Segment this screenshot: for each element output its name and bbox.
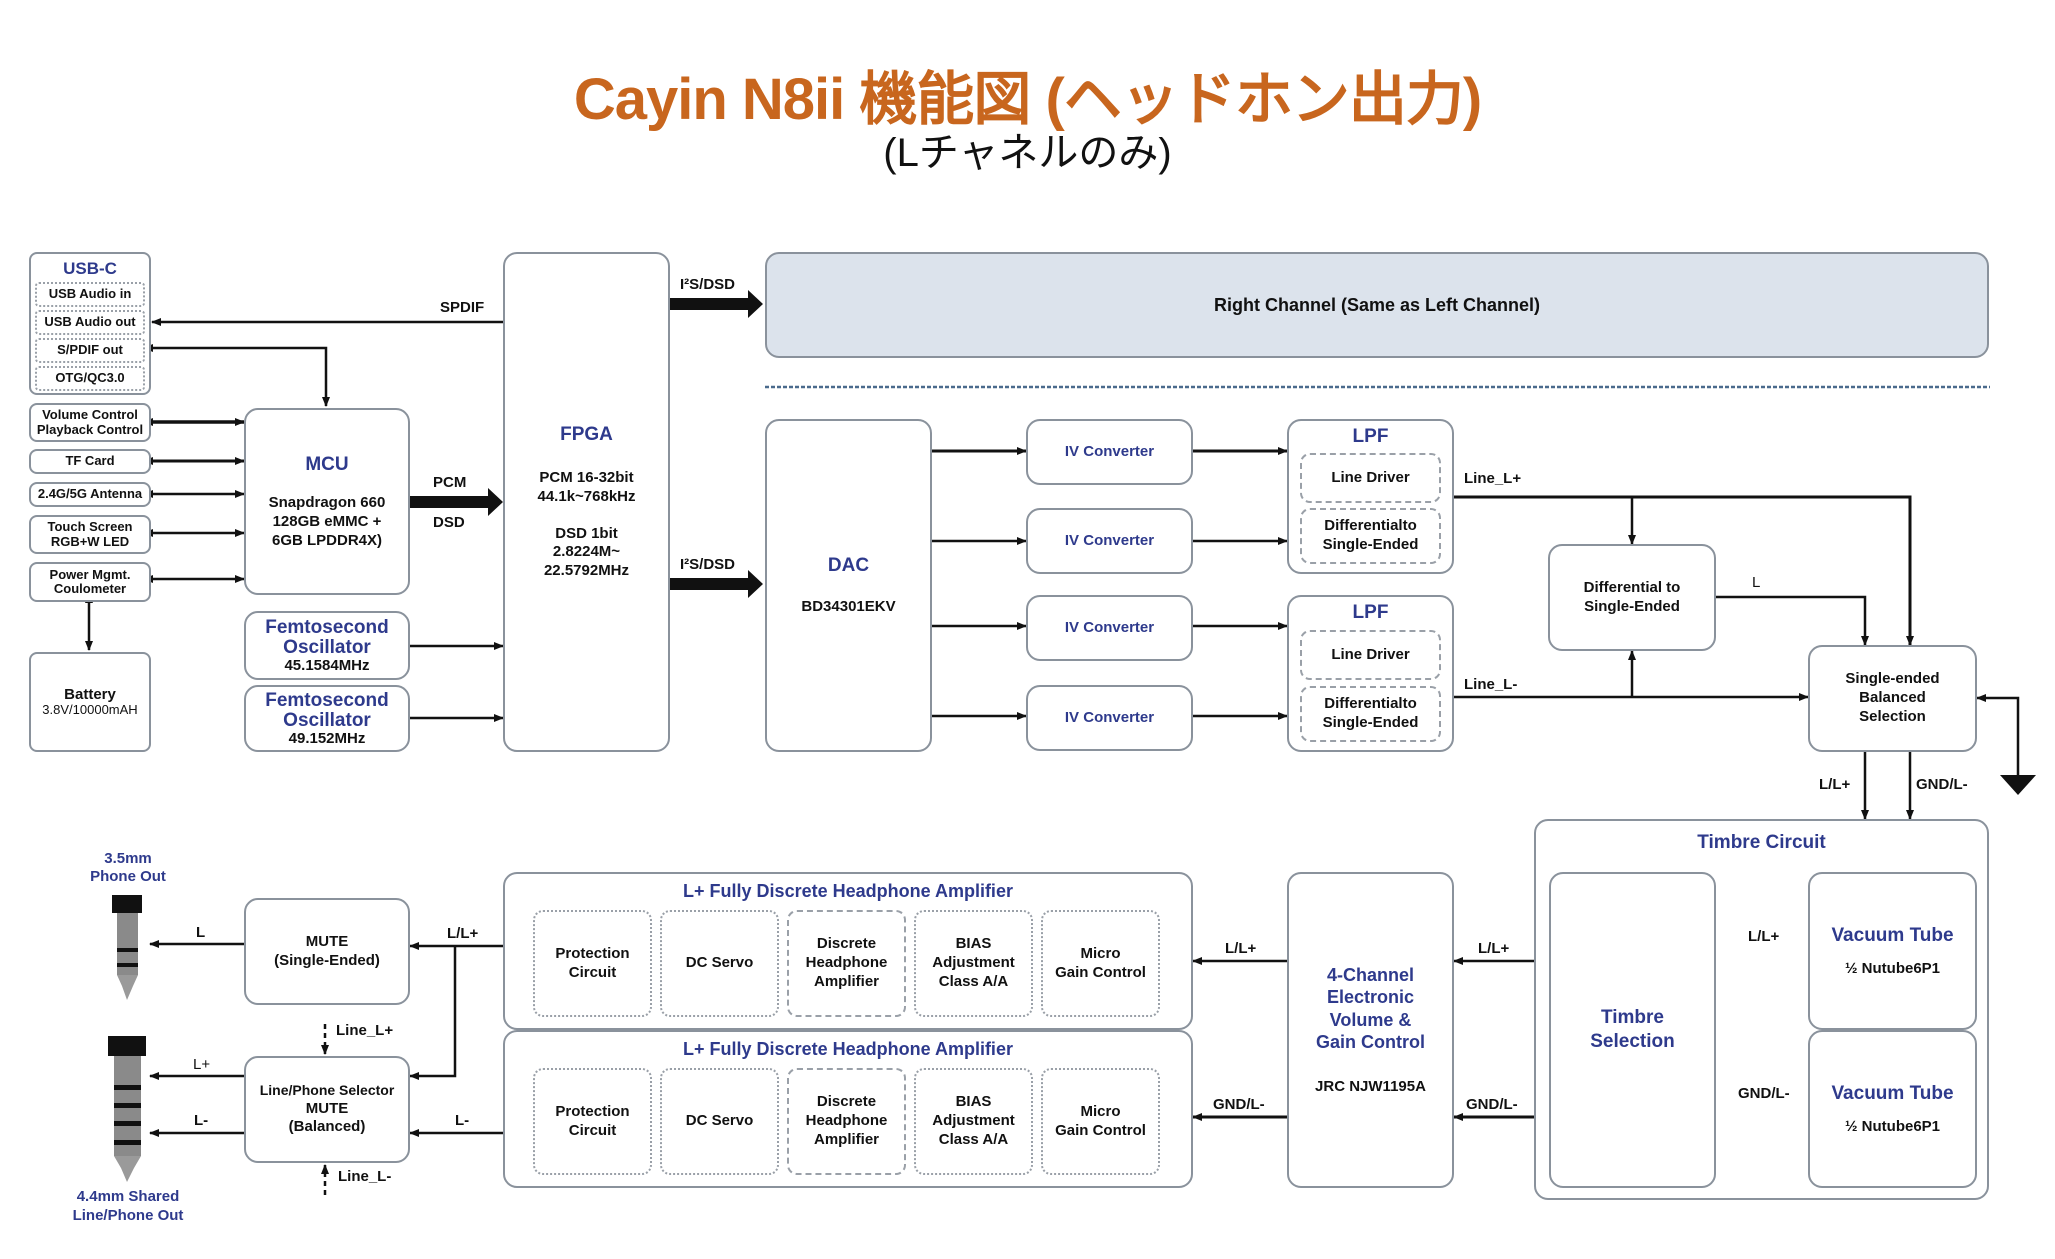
gnd-l-label-top: GND/L- — [1916, 776, 1968, 793]
jack-3-5mm-icon — [112, 895, 142, 1000]
diagram-title: Cayin N8ii 機能図 (ヘッドホン出力) — [573, 67, 1482, 132]
iv-converter-3: IV Converter — [1026, 595, 1193, 661]
line-l-minus-label: Line_L- — [1464, 676, 1518, 693]
l-label: L — [1752, 574, 1761, 591]
lpf-1-line-driver: Line Driver — [1300, 453, 1441, 503]
power-mgmt-block: Power Mgmt. Coulometer — [29, 562, 151, 602]
lpf-2-line-driver: Line Driver — [1300, 630, 1441, 680]
usb-audio-in: USB Audio in — [35, 282, 145, 307]
amp2-dc-servo: DC Servo — [660, 1068, 779, 1175]
line-phone-selector: Line/Phone Selector MUTE (Balanced) — [244, 1056, 410, 1163]
tube1-out-label: L/L+ — [1748, 928, 1780, 945]
line-l-plus-in-label: Line_L+ — [336, 1022, 394, 1039]
jack-4-4mm-icon — [108, 1036, 146, 1182]
mcu-block: MCU Snapdragon 660 128GB eMMC + 6GB LPDD… — [244, 408, 410, 595]
right-channel-block: Right Channel (Same as Left Channel) — [765, 252, 1989, 358]
mute-single-ended: MUTE (Single-Ended) — [244, 898, 410, 1005]
line-l-plus-label: Line_L+ — [1464, 470, 1522, 487]
ground-icon — [2000, 775, 2036, 795]
diagram-subtitle: (Lチャネルのみ) — [883, 131, 1172, 175]
vol-out-plus-label: L/L+ — [1225, 940, 1257, 957]
vacuum-tube-2: Vacuum Tube ½ Nutube6P1 — [1808, 1030, 1977, 1188]
vacuum-tube-1: Vacuum Tube ½ Nutube6P1 — [1808, 872, 1977, 1030]
mcu-title: MCU — [305, 453, 349, 475]
volume-control-block: Volume Control Playback Control — [29, 403, 151, 442]
wire-mcu-usb — [143, 344, 330, 407]
i2s-top-label: I²S/DSD — [680, 276, 736, 293]
line-l-minus-in-label: Line_L- — [338, 1168, 392, 1185]
jack44-lplus-label: L+ — [193, 1056, 211, 1073]
differential-to-single-ended: Differential to Single-Ended — [1548, 544, 1716, 651]
iv-converter-1: IV Converter — [1026, 419, 1193, 485]
single-ended-balanced-selection: Single-ended Balanced Selection — [1808, 645, 1977, 752]
fpga-title: FPGA — [560, 424, 613, 446]
jack44-lminus-label: L- — [194, 1112, 209, 1129]
volume-gain-control: 4-Channel Electronic Volume & Gain Contr… — [1287, 872, 1454, 1188]
jack35-l-label: L — [196, 924, 206, 941]
wire-i2s-bottom — [670, 570, 763, 598]
i2s-bottom-label: I²S/DSD — [680, 556, 736, 573]
otg-qc3: OTG/QC3.0 — [35, 366, 145, 391]
oscillator-2: Femtosecond Oscillator 49.152MHz — [244, 685, 410, 752]
vol-out-minus-label: GND/L- — [1213, 1096, 1265, 1113]
pcm-label: PCM — [433, 474, 467, 491]
iv-converter-4: IV Converter — [1026, 685, 1193, 751]
usb-audio-out: USB Audio out — [35, 310, 145, 335]
fpga-block: FPGA PCM 16-32bit 44.1k~768kHz DSD 1bit … — [503, 252, 670, 752]
battery-block: Battery 3.8V/10000mAH — [29, 652, 151, 752]
vol-in-minus-label: GND/L- — [1466, 1096, 1518, 1113]
tf-card-block: TF Card — [29, 449, 151, 474]
touch-screen-block: Touch Screen RGB+W LED — [29, 515, 151, 554]
wire-pcm-dsd-bus — [410, 488, 503, 516]
spdif-label: SPDIF — [440, 299, 485, 316]
ll-plus-label-top: L/L+ — [1819, 776, 1851, 793]
oscillator-1: Femtosecond Oscillator 45.1584MHz — [244, 611, 410, 680]
antenna-block: 2.4G/5G Antenna — [29, 482, 151, 507]
usb-c-title: USB-C — [63, 259, 117, 278]
wire-i2s-top — [670, 290, 763, 318]
dsd-label: DSD — [433, 514, 465, 531]
dac-block: DAC BD34301EKV — [765, 419, 932, 752]
timbre-selection: Timbre Selection — [1549, 872, 1716, 1188]
spdif-out: S/PDIF out — [35, 338, 145, 363]
amp-out-plus-label: L/L+ — [447, 925, 479, 942]
tube2-out-label: GND/L- — [1738, 1085, 1790, 1102]
iv-converter-2: IV Converter — [1026, 508, 1193, 574]
amp-out-minus-label: L- — [455, 1112, 470, 1129]
amp1-dc-servo: DC Servo — [660, 910, 779, 1017]
vol-in-plus-label: L/L+ — [1478, 940, 1510, 957]
